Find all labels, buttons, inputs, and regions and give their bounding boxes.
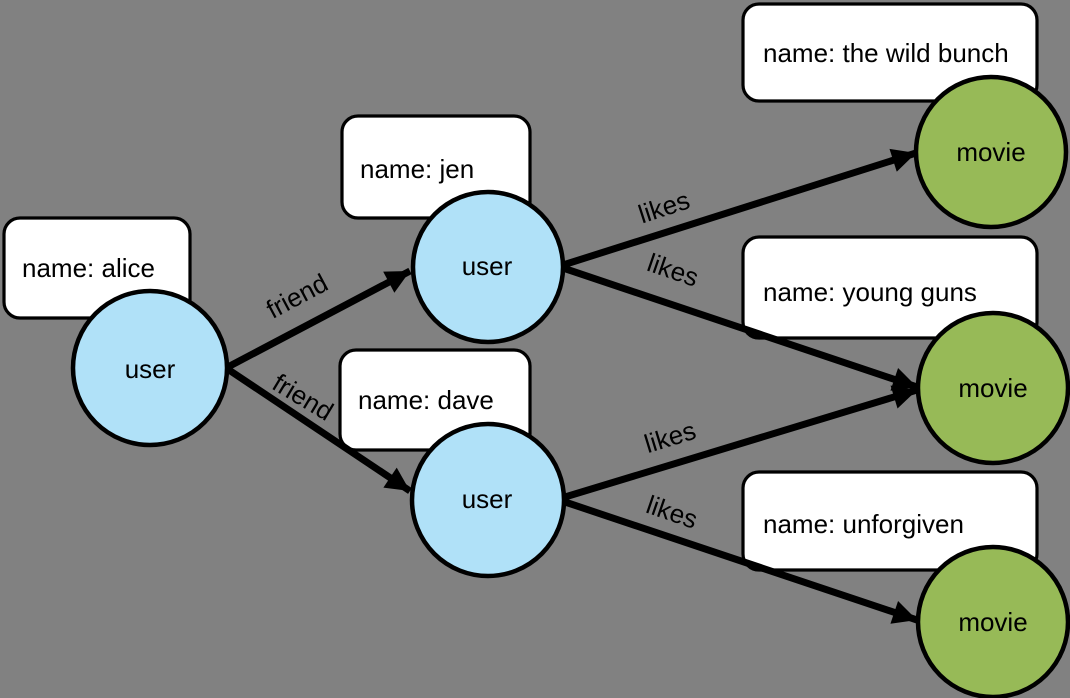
node-movie-unforgiven xyxy=(915,544,1070,698)
node-user-alice xyxy=(70,288,230,448)
edge-jen-the-wild-bunch xyxy=(561,148,918,269)
edge-dave-unforgiven xyxy=(563,498,919,624)
node-label-the-wild-bunch: movie xyxy=(956,137,1025,167)
node-label-alice: user xyxy=(125,354,176,384)
node-label-young-guns: movie xyxy=(958,373,1027,403)
edge-jen-young-guns xyxy=(561,264,919,391)
property-text-jen: name: jen xyxy=(360,154,474,184)
edge-dave-young-guns xyxy=(563,385,919,501)
node-label-jen: user xyxy=(462,251,513,281)
edge-alice-jen xyxy=(224,267,412,372)
property-text-young-guns: name: young guns xyxy=(763,277,977,307)
node-movie-the-wild-bunch xyxy=(913,74,1069,230)
property-box-the-wild-bunch xyxy=(741,2,1039,103)
property-text-the-wild-bunch: name: the wild bunch xyxy=(763,38,1009,68)
nodes: user user user movie movie movie xyxy=(70,74,1070,698)
node-user-dave xyxy=(409,421,567,579)
node-user-jen xyxy=(410,189,566,345)
property-box-young-guns xyxy=(741,235,1039,340)
node-movie-young-guns xyxy=(915,310,1070,466)
property-text-alice: name: alice xyxy=(22,253,155,283)
node-label-unforgiven: movie xyxy=(958,607,1027,637)
property-box-unforgiven xyxy=(741,470,1039,572)
property-text-dave: name: dave xyxy=(358,385,494,415)
property-text-unforgiven: name: unforgiven xyxy=(763,509,964,539)
node-label-dave: user xyxy=(462,484,513,514)
edge-alice-dave xyxy=(224,365,412,494)
